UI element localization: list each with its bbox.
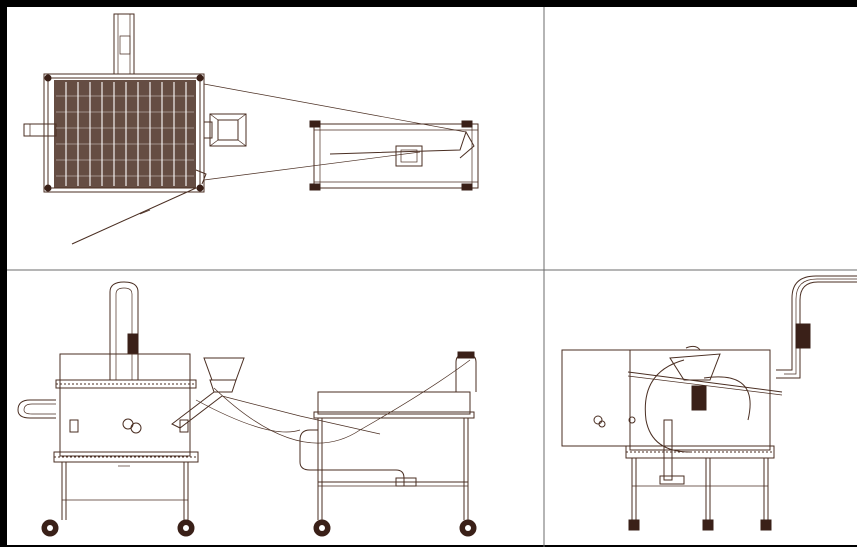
front-view-hopper — [171, 357, 245, 429]
side-view-legs — [628, 458, 772, 531]
frame-left-border — [0, 0, 7, 547]
top-view-right-unit — [309, 120, 479, 191]
front-view-cart — [299, 351, 477, 537]
front-view-cables — [195, 359, 471, 444]
top-view-hopper — [203, 113, 247, 147]
side-view-elbow-pipe — [776, 275, 857, 379]
top-view — [23, 13, 479, 245]
front-view-main-body — [53, 353, 199, 467]
front-view-chimney — [109, 281, 139, 380]
top-view-grated-tank — [43, 73, 207, 193]
front-view-left-handle — [17, 399, 56, 419]
side-view-main-body — [625, 345, 783, 481]
frame-top-border — [0, 0, 857, 7]
front-view-legs — [41, 462, 195, 537]
front-view — [17, 281, 477, 537]
side-view — [561, 275, 857, 531]
